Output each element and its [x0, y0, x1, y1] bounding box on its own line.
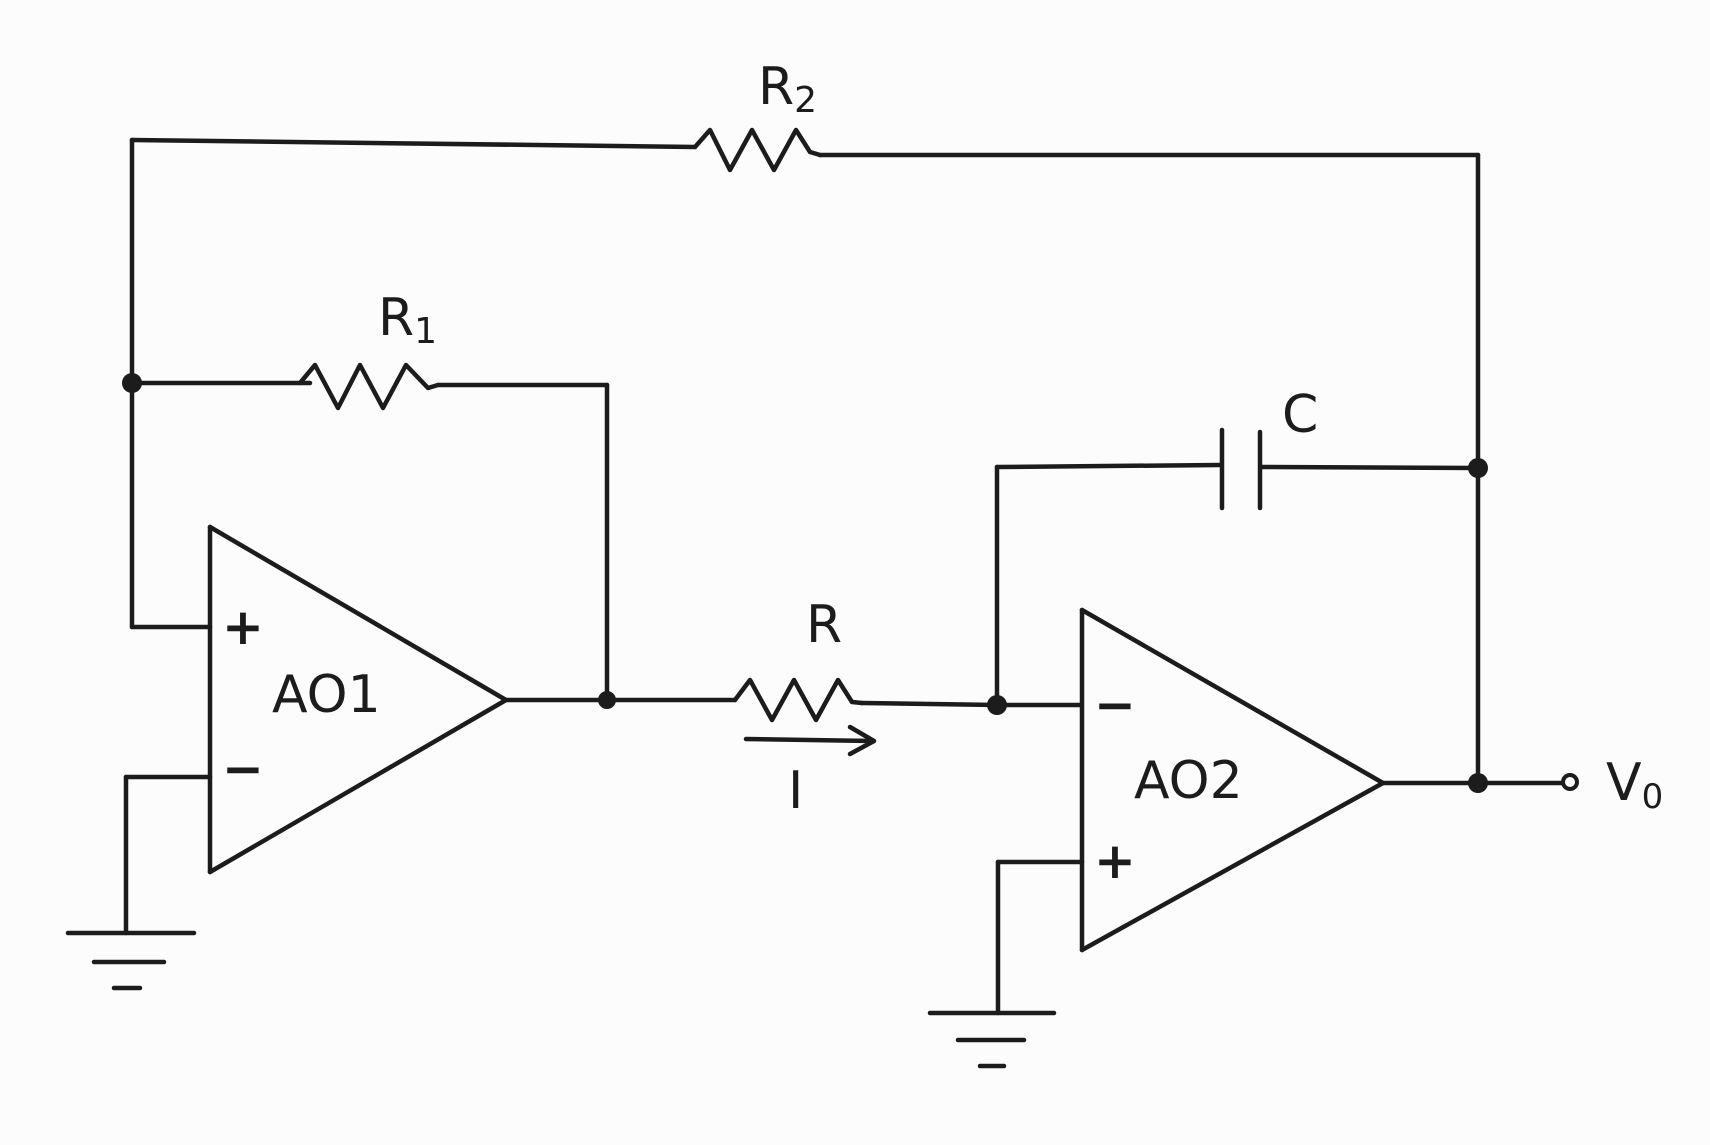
c-label: C — [1282, 385, 1318, 445]
capacitor-feedback-wire — [994, 462, 1481, 708]
resistor-r1 — [297, 362, 441, 411]
output-terminal — [1561, 773, 1579, 791]
junction-dot — [1468, 773, 1488, 793]
ao1-minus-sign: − — [222, 740, 264, 798]
resistor-r — [732, 677, 865, 723]
ao2-plus-input-wire — [995, 859, 1085, 1016]
ao2-plus-sign: + — [1094, 832, 1136, 890]
ao1-label: AO1 — [272, 665, 381, 725]
junction-dot — [987, 695, 1007, 715]
resistor-r2 — [692, 127, 823, 173]
r1-feedback-wire — [129, 380, 610, 703]
r1-label: R1 — [378, 288, 437, 352]
current-arrow — [743, 724, 877, 757]
output-label: V0 — [1606, 753, 1663, 817]
opamp-ao2 — [1079, 607, 1386, 953]
junction-dot — [1468, 458, 1488, 478]
r-label: R — [806, 595, 842, 655]
ao1-plus-input-wire — [129, 380, 213, 630]
current-label: I — [788, 761, 803, 821]
ground-symbol-2 — [927, 1010, 1057, 1069]
ao1-minus-input-wire — [123, 774, 213, 936]
capacitor-c — [1219, 427, 1263, 511]
ao1-plus-sign: + — [222, 598, 264, 656]
r-to-ao2-wire — [859, 700, 1083, 708]
opamp-ao1 — [207, 524, 509, 875]
ao2-label: AO2 — [1134, 751, 1243, 811]
junction-dot — [598, 691, 616, 709]
ground-symbol-1 — [65, 930, 197, 991]
junction-dot — [122, 373, 142, 393]
r2-label: R2 — [758, 57, 817, 121]
ao2-minus-sign: − — [1094, 676, 1136, 734]
